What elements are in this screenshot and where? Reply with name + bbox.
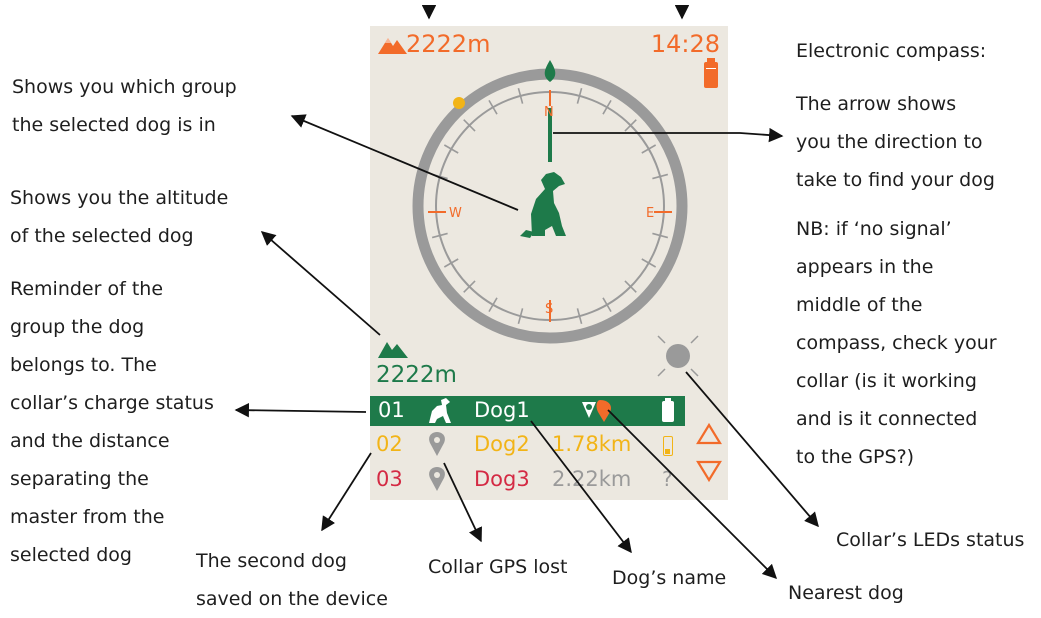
gps-lost-pin-icon bbox=[429, 432, 445, 456]
arrow-reminder bbox=[234, 403, 367, 418]
compass-tick bbox=[602, 99, 612, 115]
dog-distance: 1.78km bbox=[552, 432, 632, 456]
compass-tick bbox=[624, 280, 637, 293]
compass-tick bbox=[443, 144, 459, 154]
annotation-compass-title: Electronic compass: bbox=[796, 40, 987, 62]
dog-number: 01 bbox=[378, 398, 405, 422]
dog-running-icon bbox=[429, 398, 451, 423]
compass-east-label: E bbox=[646, 206, 655, 221]
north-drop-icon bbox=[544, 60, 556, 82]
compass-tick bbox=[641, 144, 657, 154]
dog-number: 03 bbox=[376, 467, 403, 491]
battery-low-icon bbox=[663, 436, 673, 456]
compass-tick bbox=[443, 258, 459, 268]
gps-lost-pin-icon bbox=[429, 467, 445, 491]
arrow-second-dog bbox=[321, 452, 372, 532]
compass-tick bbox=[488, 297, 498, 313]
annotation-dog-name: Dog’s name bbox=[612, 567, 727, 589]
arrow-dog-name bbox=[530, 420, 632, 554]
device-screen: 2222m 14:28 N E S W 2222m 01 Do bbox=[370, 26, 728, 500]
selected-altitude: 2222m bbox=[376, 362, 457, 388]
scroll-down-icon[interactable] bbox=[696, 460, 722, 483]
dog-name[interactable]: Dog2 bbox=[474, 432, 530, 456]
clock: 14:28 bbox=[650, 30, 720, 58]
compass-tick bbox=[641, 258, 657, 268]
compass-tick bbox=[652, 173, 669, 180]
dog-silhouette-icon bbox=[520, 172, 566, 238]
scroll-arrows bbox=[696, 422, 722, 483]
compass-north-label: N bbox=[544, 105, 554, 120]
compass-tick bbox=[463, 119, 476, 132]
top-altitude: 2222m bbox=[406, 30, 491, 58]
phone-battery-icon bbox=[704, 58, 718, 88]
nearest-dog-icon bbox=[582, 400, 611, 422]
dog-row-selected[interactable] bbox=[370, 396, 685, 426]
compass-tick bbox=[463, 280, 476, 293]
dog-name[interactable]: Dog3 bbox=[474, 467, 530, 491]
arrow-compass bbox=[553, 127, 784, 143]
battery-full-icon bbox=[662, 398, 674, 422]
annotation-group: Shows you which group the selected dog i… bbox=[12, 76, 237, 136]
arrow-leds bbox=[685, 371, 819, 528]
led-status-icon bbox=[657, 335, 699, 377]
compass-tick bbox=[652, 232, 669, 239]
annotation-reminder: Reminder of the group the dog belongs to… bbox=[10, 278, 214, 566]
annotation-leds: Collar’s LEDs status bbox=[836, 529, 1025, 551]
annotation-compass-arrow: The arrow shows you the direction to tak… bbox=[796, 93, 995, 191]
battery-unknown-icon: ? bbox=[662, 467, 673, 491]
compass-south-label: S bbox=[545, 302, 554, 317]
arrow-gps-lost bbox=[443, 462, 482, 543]
compass bbox=[412, 60, 688, 344]
dog-number: 02 bbox=[376, 432, 403, 456]
selected-altitude-mountain-icon bbox=[378, 342, 408, 358]
compass-tick bbox=[602, 297, 612, 313]
compass-tick bbox=[431, 232, 448, 239]
mountain-icon bbox=[378, 38, 407, 54]
group-indicator-dot bbox=[453, 97, 465, 109]
compass-tick bbox=[517, 308, 524, 325]
arrow-nearest bbox=[607, 409, 778, 580]
compass-tick bbox=[576, 308, 583, 325]
annotation-altitude: Shows you the altitude of the selected d… bbox=[10, 187, 229, 247]
arrow-group bbox=[290, 114, 519, 211]
compass-tick bbox=[488, 99, 498, 115]
compass-tick bbox=[624, 119, 637, 132]
compass-tick bbox=[576, 87, 583, 104]
annotation-arrows bbox=[234, 5, 819, 580]
scroll-up-icon[interactable] bbox=[696, 422, 722, 445]
annotation-no-signal: NB: if ‘no signal’ appears in the middle… bbox=[796, 218, 997, 468]
compass-west-label: W bbox=[449, 206, 462, 221]
compass-tick bbox=[517, 87, 524, 104]
annotation-gps-lost: Collar GPS lost bbox=[428, 556, 568, 578]
annotation-nearest: Nearest dog bbox=[788, 582, 904, 604]
arrow-altitude bbox=[260, 231, 381, 336]
dog-name: Dog1 bbox=[474, 398, 530, 422]
